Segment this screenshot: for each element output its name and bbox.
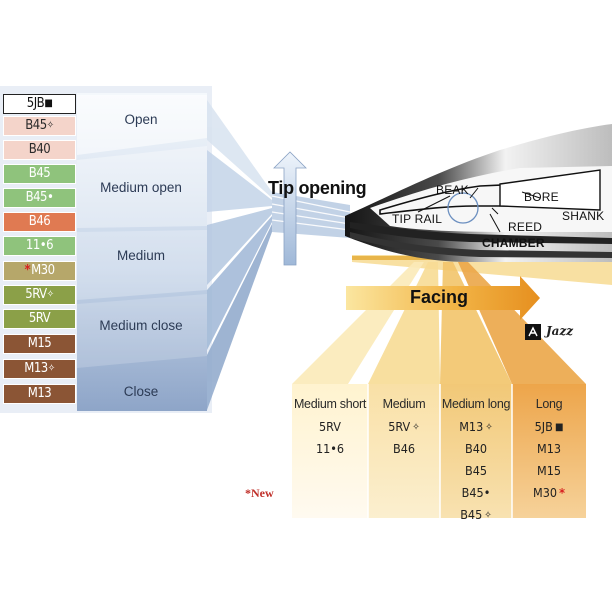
model-chip: M15 (3, 334, 76, 354)
facing-column-item: M15 (512, 463, 586, 478)
facing-item-label: B45 (464, 463, 488, 478)
model-chip: 5RV (3, 309, 76, 329)
facing-column-item: B40 (440, 441, 512, 456)
facing-item-label: B40 (464, 441, 488, 456)
facing-column-item: B45✧ (440, 507, 512, 522)
lyre-icon: ✧ (412, 422, 420, 433)
model-chip: 5JB■ (3, 94, 76, 114)
facing-item-label: B45 (460, 507, 483, 522)
facing-rays (292, 262, 586, 384)
model-label: M30 (31, 263, 55, 278)
facing-column-heading: Long (535, 397, 563, 411)
beak-label: BEAK (436, 183, 469, 197)
facing-column-item: 5JB■ (512, 419, 586, 434)
opening-label: Medium close (99, 318, 183, 333)
model-label: 5RV (28, 311, 51, 326)
model-chip: *M30 (3, 261, 76, 281)
facing-column-heading: Medium (382, 397, 426, 411)
opening-label: Medium open (100, 180, 182, 195)
facing-item-label: 5RV (319, 419, 341, 434)
model-label: B45 (25, 118, 47, 133)
facing-column-item: B46 (368, 441, 440, 456)
facing-item-label: 11•6 (315, 441, 345, 456)
model-chip: B45✧ (3, 116, 76, 136)
facing-column-item: 5RV✧ (368, 419, 440, 434)
model-label: M13 (27, 386, 52, 401)
facing-label: Facing (410, 287, 469, 307)
lyre-icon: ✧ (46, 289, 55, 300)
jazz-logo-icon (525, 324, 541, 340)
facing-item-label: M30 (533, 485, 558, 500)
facing-column-item: M13 (512, 441, 586, 456)
model-label: B45 (28, 166, 51, 181)
facing-column-heading: Medium short (293, 397, 367, 411)
lyre-icon: ✧ (46, 120, 55, 131)
facing-column-heading: Medium long (441, 397, 511, 411)
model-label: 5JB (26, 96, 45, 111)
model-label: M15 (27, 336, 52, 351)
jazz-label: Jazz (546, 324, 574, 338)
model-label: B46 (28, 214, 51, 229)
model-chip: 11•6 (3, 236, 76, 256)
facing-item-label: 5RV (388, 419, 411, 434)
opening-label: Medium (116, 248, 165, 263)
jazz-mark-icon: ■ (554, 422, 564, 433)
reed-label: REED (508, 220, 543, 234)
model-chip: 5RV✧ (3, 285, 76, 305)
model-chip: B45• (3, 188, 76, 208)
model-label: B45• (25, 190, 54, 205)
new-star-icon: * (559, 485, 565, 500)
opening-label: Close (123, 384, 159, 399)
facing-column-item: M30* (512, 485, 586, 500)
bore-label: BORE (524, 190, 559, 204)
model-chip: B45 (3, 164, 76, 184)
model-label: 5RV (25, 287, 47, 302)
facing-item-label: M13 (459, 419, 484, 434)
chamber-label: CHAMBER (482, 236, 545, 250)
tip-opening-arrow (273, 151, 307, 266)
facing-column-item: 11•6 (292, 441, 368, 456)
model-label: B40 (28, 142, 51, 157)
tip-opening-label: Tip opening (268, 178, 367, 198)
facing-column-item: M13✧ (440, 419, 512, 434)
model-label: M13 (24, 361, 48, 376)
lyre-icon: ✧ (484, 510, 492, 521)
facing-column-item: B45• (440, 485, 512, 500)
facing-item-label: M13 (536, 441, 561, 456)
facing-column-item: 5RV (292, 419, 368, 434)
tip-rail-label: TIP RAIL (392, 212, 443, 226)
shank-label: SHANK (562, 209, 605, 223)
model-chip: B46 (3, 212, 76, 232)
new-note: *New (245, 486, 274, 500)
model-chip: M13✧ (3, 359, 76, 379)
lyre-icon: ✧ (485, 422, 493, 433)
opening-label: Open (124, 112, 158, 127)
lyre-icon: ✧ (47, 363, 56, 374)
facing-arrow (346, 276, 540, 320)
jazz-mark-icon: ■ (44, 98, 53, 109)
facing-item-label: 5JB (534, 419, 553, 434)
model-label: 11•6 (25, 238, 54, 253)
mouthpiece-drawing (345, 124, 612, 262)
facing-table (292, 384, 586, 518)
model-chip: B40 (3, 140, 76, 160)
new-star-icon: * (24, 263, 31, 278)
facing-column-item: B45 (440, 463, 512, 478)
facing-item-label: B45• (461, 485, 491, 500)
facing-item-label: M15 (536, 463, 561, 478)
facing-item-label: B46 (392, 441, 416, 456)
model-chip: M13 (3, 384, 76, 404)
